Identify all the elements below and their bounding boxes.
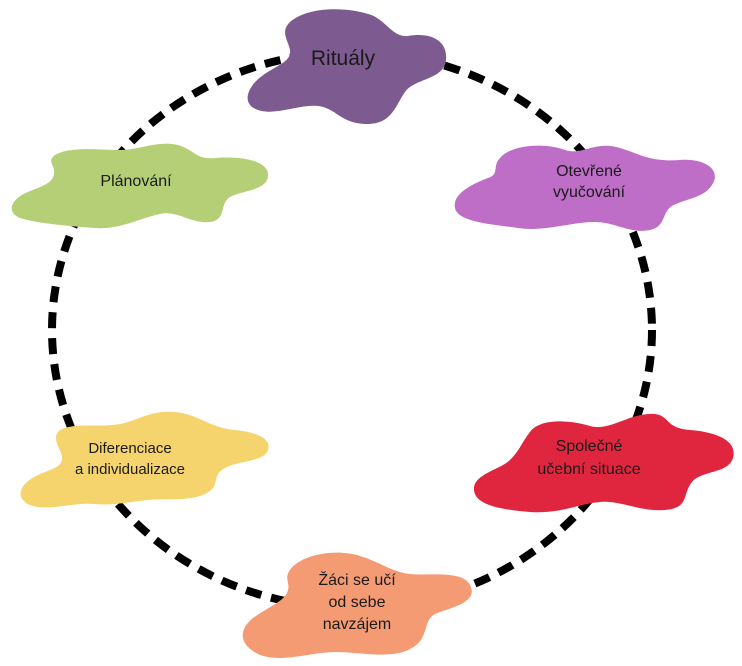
blob-ritualy <box>247 9 447 125</box>
label-zaci-se-uci-3: navzájem <box>323 616 391 633</box>
label-ritualy: Rituály <box>311 47 376 70</box>
node-otevrene-vyucovani: Otevřené vyučování <box>454 145 715 231</box>
label-zaci-se-uci-2: od sebe <box>329 594 386 611</box>
blob-diferenciace <box>20 411 269 508</box>
label-planovani: Plánování <box>100 173 172 190</box>
label-spolecne-ucebni-situace-2: učební situace <box>537 461 640 478</box>
label-otevrene-vyucovani-2: vyučování <box>553 184 626 201</box>
blob-zaci-se-uci <box>242 552 472 658</box>
blob-planovani <box>11 143 269 229</box>
dashed-cycle-connector <box>48 48 656 612</box>
blob-otevrene-vyucovani <box>454 145 715 231</box>
label-spolecne-ucebni-situace: Společné <box>556 438 623 455</box>
node-spolecne-ucebni-situace: Společné učební situace <box>473 413 734 513</box>
node-diferenciace: Diferenciace a individualizace <box>20 411 269 508</box>
node-ritualy: Rituály <box>247 9 447 125</box>
label-diferenciace-2: a individualizace <box>75 461 185 478</box>
label-otevrene-vyucovani: Otevřené <box>556 163 622 180</box>
blob-spolecne-ucebni-situace <box>473 413 734 513</box>
node-zaci-se-uci: Žáci se učí od sebe navzájem <box>242 552 472 658</box>
node-planovani: Plánování <box>11 143 269 229</box>
label-zaci-se-uci: Žáci se učí <box>318 570 396 589</box>
label-diferenciace: Diferenciace <box>88 440 171 457</box>
